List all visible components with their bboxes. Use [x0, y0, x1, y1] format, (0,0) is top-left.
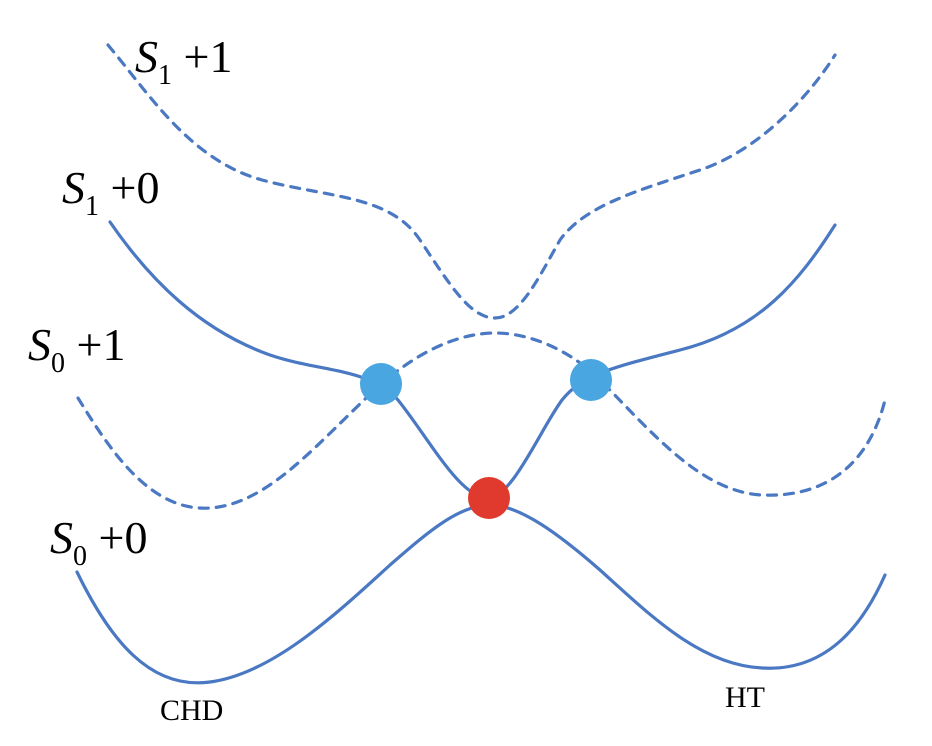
- label-s1-plus-1: S1 +1: [135, 31, 232, 91]
- label-s1-plus-0: S1 +0: [62, 162, 159, 222]
- label-s0-plus-0: S0 +0: [50, 512, 147, 572]
- conical-intersection-left-marker: [360, 363, 402, 405]
- conical-intersection-central-marker: [468, 477, 510, 519]
- label-chd: CHD: [160, 694, 223, 727]
- conical-intersection-right-marker: [570, 359, 612, 401]
- label-ht: HT: [725, 681, 765, 714]
- curve-s1-plus-0: [108, 220, 837, 500]
- curve-s0-plus-0: [75, 503, 887, 685]
- curve-s1-plus-1: [106, 43, 837, 320]
- label-s0-plus-1: S0 +1: [28, 319, 125, 379]
